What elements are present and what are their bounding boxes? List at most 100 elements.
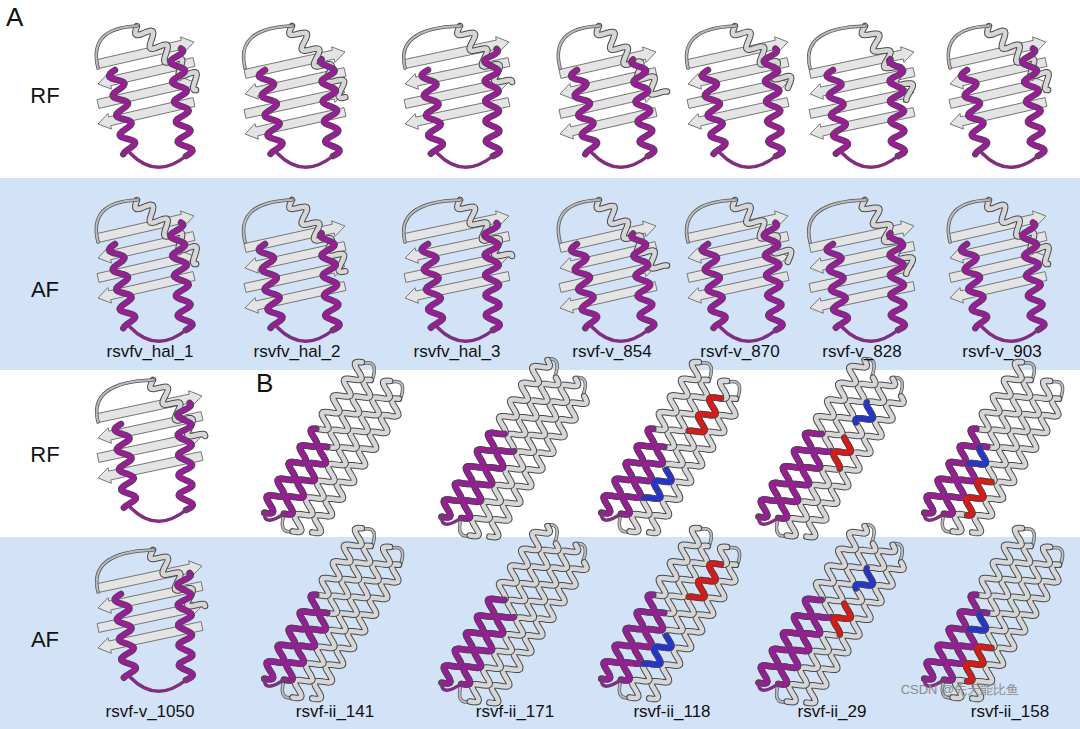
loop <box>244 26 292 68</box>
loop <box>809 200 865 242</box>
helix-ribbon <box>631 234 654 331</box>
helix-outline <box>177 573 193 680</box>
design-name: rsvf-ii_29 <box>798 702 867 722</box>
watermark: CSDN @先天能比鱼 <box>901 683 1020 698</box>
helix-ribbon <box>702 70 726 154</box>
design-name: rsvf-v_1050 <box>106 702 195 722</box>
loop <box>842 327 898 341</box>
helix-ribbon <box>966 481 992 516</box>
helix-ribbon <box>284 447 327 515</box>
loop <box>924 513 944 521</box>
helix-outline <box>733 26 791 88</box>
helix-outline <box>264 528 362 679</box>
loop-outline <box>130 153 186 167</box>
helix-outline <box>422 70 443 154</box>
design-name: rsvfv_hal_1 <box>107 342 194 362</box>
af-band <box>0 537 1080 729</box>
helix-ribbon <box>135 200 196 264</box>
helix-outline <box>571 70 597 154</box>
helix-outline <box>764 223 783 330</box>
loop <box>558 26 599 68</box>
loop-outline <box>759 517 779 525</box>
helix-outline <box>115 594 136 678</box>
helix-outline <box>284 613 327 681</box>
helix-ribbon <box>170 223 192 331</box>
helix-ribbon <box>702 244 726 328</box>
loop <box>404 200 460 242</box>
loop <box>130 153 186 167</box>
helix-ribbon <box>644 470 672 499</box>
loop <box>264 679 284 687</box>
design-name: rsvf-v_870 <box>700 342 779 362</box>
helix-outline <box>109 244 135 328</box>
loop <box>809 26 865 68</box>
loop <box>759 517 779 525</box>
loop-outline <box>842 327 898 341</box>
loop <box>948 26 989 68</box>
helix-outline <box>135 26 196 90</box>
loop-outline <box>442 683 462 691</box>
loop <box>97 550 153 592</box>
loop-outline <box>277 153 333 167</box>
loop-outline <box>130 327 186 341</box>
loop <box>437 153 493 167</box>
helix-outline <box>571 244 597 328</box>
helix-outline <box>442 599 505 684</box>
helix-outline <box>644 636 672 665</box>
helix-ribbon <box>689 563 721 598</box>
loop-outline <box>244 200 292 242</box>
helix-ribbon <box>759 526 867 683</box>
loop-outline <box>720 153 776 167</box>
helix-ribbon <box>461 451 514 519</box>
helix-ribbon <box>966 647 992 682</box>
loop <box>759 683 779 691</box>
helix-ribbon <box>764 223 783 330</box>
helix-ribbon <box>827 244 848 328</box>
helix-ribbon <box>778 617 831 685</box>
helix-ribbon <box>987 26 1048 90</box>
loop-outline <box>924 513 944 521</box>
helix-ribbon <box>924 528 1022 679</box>
helix-ribbon <box>571 70 597 154</box>
loop-outline <box>592 327 648 341</box>
loop <box>96 26 137 68</box>
loop-outline <box>809 26 865 68</box>
helix-ribbon <box>827 70 848 154</box>
helix-ribbon <box>961 244 987 328</box>
helix-outline <box>827 70 848 154</box>
loop <box>720 327 776 341</box>
helix-outline <box>461 617 514 685</box>
helix-ribbon <box>284 613 327 681</box>
helix-ribbon <box>320 233 339 330</box>
helix-ribbon <box>484 49 500 156</box>
helix-outline <box>135 200 196 264</box>
helix-outline <box>115 424 136 508</box>
loop <box>842 153 898 167</box>
helix-ribbon <box>150 550 205 606</box>
helix-ribbon <box>969 447 986 464</box>
design-name: rsvf-v_854 <box>572 342 651 362</box>
helix-outline <box>320 233 339 330</box>
helix-outline <box>778 451 831 519</box>
helix-ribbon <box>115 594 136 678</box>
design-name: rsvfv_hal_2 <box>254 342 341 362</box>
helix-outline <box>284 447 327 515</box>
loop <box>96 200 137 242</box>
helix-ribbon <box>1022 223 1044 331</box>
helix-ribbon <box>259 70 283 154</box>
loop-outline <box>264 679 284 687</box>
helix-outline <box>170 223 192 331</box>
helix-ribbon <box>764 49 783 156</box>
helix-ribbon <box>961 70 987 154</box>
loop-outline <box>96 26 137 68</box>
helix-outline <box>601 362 699 513</box>
helix-ribbon <box>457 200 512 256</box>
helix-outline <box>833 438 851 469</box>
helix-outline <box>702 244 726 328</box>
design-name: rsvf-v_903 <box>962 342 1041 362</box>
row-label: AF <box>31 277 59 302</box>
helix-outline <box>961 244 987 328</box>
helix-ribbon <box>264 362 362 513</box>
loop-outline <box>244 26 292 68</box>
